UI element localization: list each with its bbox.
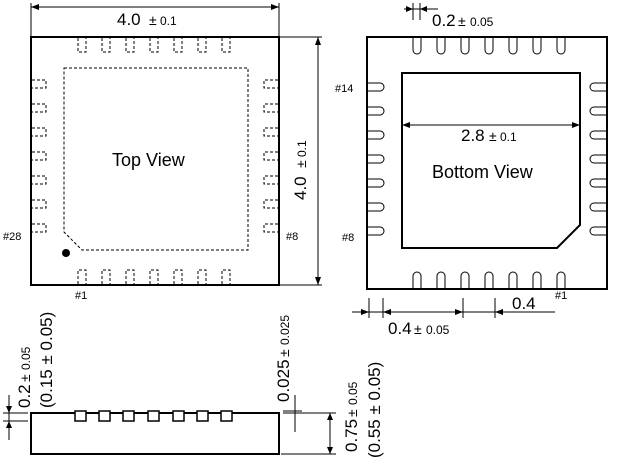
top-view-right-pads (263, 79, 278, 233)
bottom-pin-8-label: #8 (342, 232, 354, 244)
height-value: 0.75 (342, 419, 361, 452)
bottom-pin-14-label: #14 (335, 83, 353, 95)
top-view: 4.0 ± 0.1 (3, 3, 322, 302)
pad-width-tol: 0.05 (470, 15, 494, 29)
top-pin-1-label: #1 (75, 290, 87, 302)
lead-value: 0.025 (274, 359, 293, 402)
bottom-view-bottom-pads (412, 271, 566, 289)
bottom-view-right-pads (589, 82, 607, 236)
top-view-label: Top View (112, 150, 186, 170)
standoff-pm: ± (17, 374, 33, 382)
bottom-view: 0.2 ± 0.05 (335, 3, 608, 338)
pad-width-pm: ± (458, 13, 466, 29)
top-pin-28-label: #28 (3, 231, 21, 243)
top-height-tol: 0.1 (295, 140, 309, 157)
pitch-value: 0.4 (388, 319, 412, 338)
top-view-left-pads (32, 79, 47, 233)
bottom-view-top-pads (412, 37, 566, 55)
bottom-view-label: Bottom View (432, 162, 534, 182)
top-view-top-pads (77, 38, 231, 53)
lead-pm: ± (276, 349, 292, 357)
top-view-body (30, 36, 280, 286)
top-height-value: 4.0 (291, 176, 310, 200)
pad-width-value: 0.2 (432, 11, 456, 30)
pitch-pm: ± (414, 321, 422, 337)
standoff-tol: 0.05 (19, 346, 33, 370)
bottom-view-exposed-pad (401, 72, 581, 249)
top-width-value: 4.0 (117, 10, 141, 29)
top-view-bottom-pads (77, 269, 231, 284)
pad-length-value: 0.4 (512, 294, 536, 313)
height-alt: (0.55 ± 0.05) (365, 362, 384, 458)
pin1-marker-dot (62, 249, 70, 257)
pitch-tol: 0.05 (426, 323, 450, 337)
epad-tol: 0.1 (500, 130, 517, 144)
side-view-leads (74, 410, 233, 422)
bottom-view-left-pads (367, 82, 385, 236)
height-tol: 0.05 (346, 381, 360, 405)
lead-tol: 0.025 (278, 315, 292, 345)
top-pin-8-label: #8 (286, 231, 298, 243)
epad-value: 2.8 (461, 126, 485, 145)
standoff-value: 0.2 (15, 384, 34, 408)
height-pm: ± (344, 409, 360, 417)
top-width-pm: ± (149, 12, 157, 28)
top-height-pm: ± (293, 160, 309, 168)
bottom-pin-1-label: #1 (555, 290, 567, 302)
standoff-alt: (0.15 ± 0.05) (37, 312, 56, 408)
top-width-tol: 0.1 (160, 14, 177, 28)
side-view: 0.2 ± 0.05 (0.15 ± 0.05) 0.025 ± 0.025 0… (3, 312, 384, 458)
epad-pm: ± (489, 128, 497, 144)
